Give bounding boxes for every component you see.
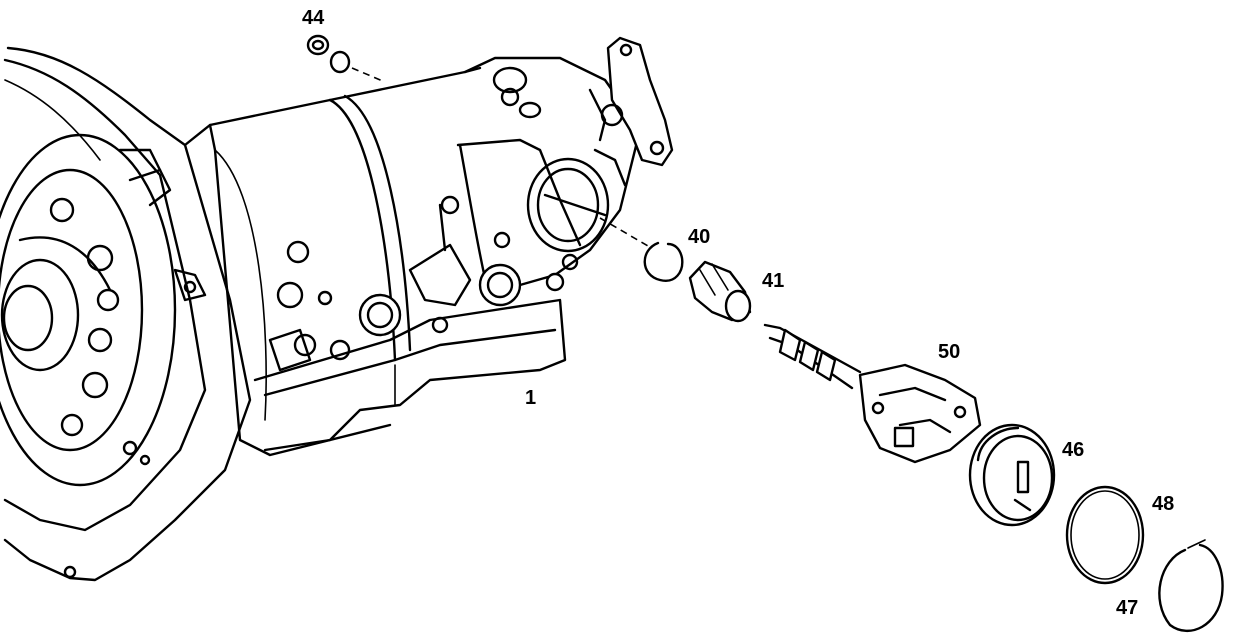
callout-1: 1 xyxy=(525,387,536,409)
part-50-speed-sensor xyxy=(763,323,982,464)
part-46-cover xyxy=(968,423,1056,527)
callout-47: 47 xyxy=(1116,597,1138,619)
part-41-adapter-sleeve xyxy=(688,260,752,323)
callout-46: 46 xyxy=(1062,439,1084,461)
part-47-retaining-ring xyxy=(1158,539,1224,633)
part-44-sealing-rings xyxy=(306,34,386,83)
part-40-circlip xyxy=(599,217,684,282)
callout-50: 50 xyxy=(938,341,960,363)
callout-40: 40 xyxy=(688,226,710,248)
part-48-o-ring xyxy=(1065,485,1145,585)
callout-41: 41 xyxy=(762,270,784,292)
callout-44: 44 xyxy=(302,7,325,29)
transmission-housing xyxy=(0,36,674,582)
callout-48: 48 xyxy=(1152,493,1174,515)
